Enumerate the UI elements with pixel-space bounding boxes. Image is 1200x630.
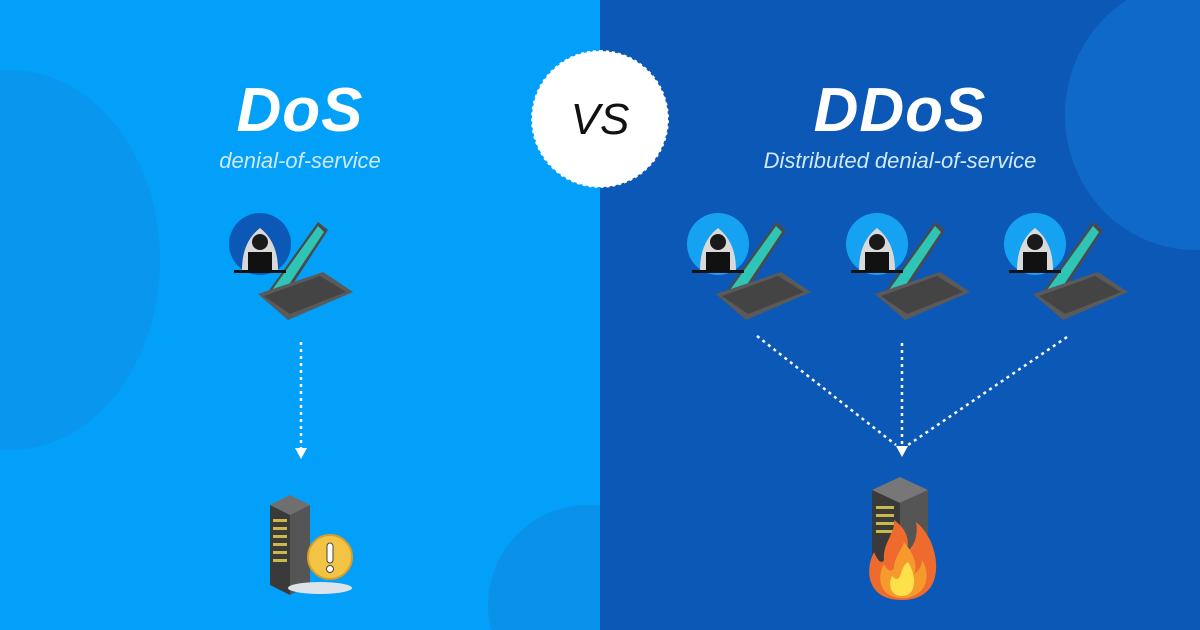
hacker-laptop-icon (686, 212, 816, 322)
hacker-laptop-icon (845, 212, 975, 322)
dos-subtitle: denial-of-service (219, 148, 381, 173)
server-warning-icon (265, 493, 360, 603)
ddos-title: DDoS (813, 76, 987, 145)
dos-title: DoS (236, 76, 364, 145)
server-fire-icon (860, 472, 945, 602)
vs-badge: VS (531, 50, 669, 188)
ddos-subtitle: Distributed denial-of-service (763, 148, 1037, 173)
hacker-laptop-icon (228, 212, 358, 322)
ddos-panel (600, 0, 1200, 630)
vs-label: VS (570, 95, 630, 144)
hacker-laptop-icon (1003, 212, 1133, 322)
